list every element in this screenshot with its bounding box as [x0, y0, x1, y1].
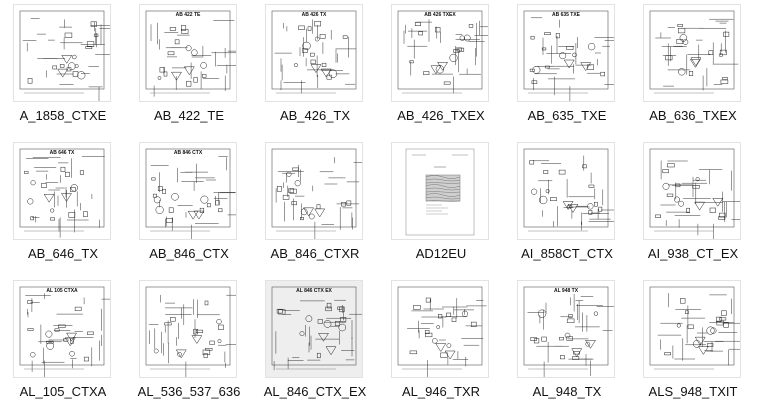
thumbnail-header: AB 635 TXE	[552, 12, 581, 18]
thumbnail-header: AB 426 TX	[302, 12, 327, 18]
file-label[interactable]: AB_426_TX	[279, 108, 351, 123]
file-label[interactable]: ALS_948_TXIT	[648, 384, 738, 399]
file-tile[interactable]: AI_938_CT_EX	[630, 142, 756, 280]
schematic-thumbnail-icon[interactable]: AB 426 TXEX	[391, 4, 489, 102]
file-label[interactable]: AB_846_CTX	[149, 246, 229, 261]
file-label[interactable]: AB_426_TXEX	[397, 108, 485, 123]
file-tile[interactable]: AB 646 TX AB_646_TX	[0, 142, 126, 280]
schematic-thumbnail-icon[interactable]	[13, 4, 111, 102]
file-tile[interactable]: AL 105 CTXA AL_105_CTXA	[0, 280, 126, 418]
schematic-thumbnail-icon[interactable]: AL 105 CTXA	[13, 280, 111, 378]
file-tile[interactable]: AB 426 TXEX AB_426_TXEX	[378, 4, 504, 142]
file-label[interactable]: AI_938_CT_EX	[647, 246, 739, 261]
file-label[interactable]: AI_858CT_CTX	[521, 246, 613, 261]
file-tile[interactable]: AB 426 TX AB_426_TX	[252, 4, 378, 142]
file-label[interactable]: AD12EU	[415, 246, 467, 261]
thumbnail-header: AB 422 TE	[176, 12, 201, 18]
file-tile[interactable]: AL_946_TXR	[378, 280, 504, 418]
schematic-thumbnail-icon[interactable]: AB 422 TE	[139, 4, 237, 102]
thumbnail-header: AB 426 TXEX	[424, 12, 456, 18]
schematic-thumbnail-icon[interactable]	[391, 280, 489, 378]
file-tile[interactable]: A_1858_CTXE	[0, 4, 126, 142]
file-label[interactable]: AL_105_CTXA	[19, 384, 107, 399]
file-label[interactable]: AL_948_TX	[532, 384, 602, 399]
schematic-thumbnail-icon[interactable]	[517, 142, 615, 240]
file-tile[interactable]: AL 948 TX AL_948_TX	[504, 280, 630, 418]
file-tile[interactable]: AI_858CT_CTX	[504, 142, 630, 280]
file-tile[interactable]: AL_536_537_636	[126, 280, 252, 418]
file-label[interactable]: AL_536_537_636	[137, 384, 241, 399]
file-tile[interactable]: AB 422 TE AB_422_TE	[126, 4, 252, 142]
schematic-thumbnail-icon[interactable]	[265, 142, 363, 240]
schematic-thumbnail-icon[interactable]: AL 948 TX	[517, 280, 615, 378]
file-label[interactable]: AB_636_TXEX	[649, 108, 737, 123]
file-tile[interactable]: ALS_948_TXIT	[630, 280, 756, 418]
thumbnail-header: AB 646 TX	[50, 150, 75, 156]
schematic-thumbnail-icon[interactable]	[643, 142, 741, 240]
file-label[interactable]: AL_846_CTX_EX	[263, 384, 367, 399]
schematic-thumbnail-icon[interactable]: AB 646 TX	[13, 142, 111, 240]
file-label[interactable]: AB_635_TXE	[527, 108, 607, 123]
file-tile[interactable]: AB_846_CTXR	[252, 142, 378, 280]
schematic-thumbnail-icon[interactable]	[643, 280, 741, 378]
schematic-thumbnail-icon[interactable]	[391, 142, 489, 240]
thumbnail-header: AB 846 CTX	[174, 150, 203, 156]
file-label[interactable]: A_1858_CTXE	[19, 108, 107, 123]
schematic-thumbnail-icon[interactable]: AL 846 CTX EX	[265, 280, 363, 378]
file-tile[interactable]: AB 846 CTX AB_846_CTX	[126, 142, 252, 280]
thumbnail-header: AL 846 CTX EX	[296, 288, 332, 294]
file-label[interactable]: AB_846_CTXR	[270, 246, 360, 261]
schematic-thumbnail-icon[interactable]: AB 426 TX	[265, 4, 363, 102]
file-label[interactable]: AB_422_TE	[153, 108, 225, 123]
schematic-thumbnail-icon[interactable]: AB 635 TXE	[517, 4, 615, 102]
file-tile[interactable]: AL 846 CTX EX AL_846_CTX_EX	[252, 280, 378, 418]
schematic-thumbnail-icon[interactable]	[643, 4, 741, 102]
file-tile[interactable]: AB_636_TXEX	[630, 4, 756, 142]
schematic-thumbnail-icon[interactable]: AB 846 CTX	[139, 142, 237, 240]
file-tile[interactable]: AD12EU	[378, 142, 504, 280]
file-label[interactable]: AB_646_TX	[27, 246, 99, 261]
file-label[interactable]: AL_946_TXR	[401, 384, 481, 399]
schematic-thumbnail-icon[interactable]	[139, 280, 237, 378]
thumbnail-header: AL 948 TX	[554, 288, 579, 294]
file-tile[interactable]: AB 635 TXE AB_635_TXE	[504, 4, 630, 142]
thumbnail-header: AL 105 CTXA	[46, 288, 78, 294]
